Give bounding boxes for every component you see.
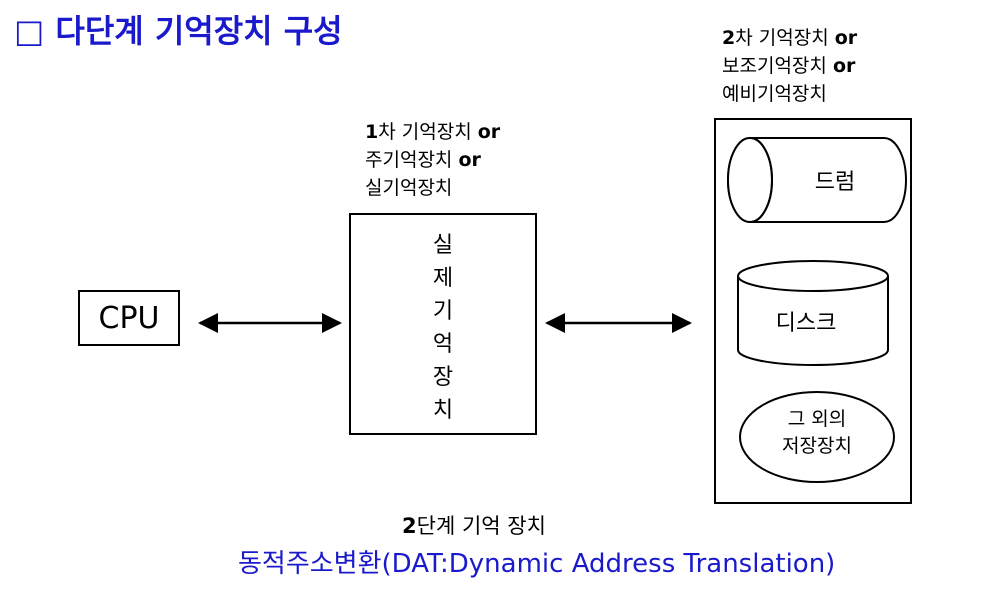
secondary-storage-label: 2차 기억장치 or 보조기억장치 or 예비기억장치 [722,24,857,108]
memory-char: 제 [432,266,454,291]
primary-num: 1 [365,121,379,143]
primary-line1: 차 기억장치 [378,121,472,143]
drum-icon [727,137,907,223]
auxiliary-storage-box [714,118,912,504]
other-storage-line1: 그 외의 [788,408,846,430]
memory-char: 치 [432,398,454,423]
subtitle: 동적주소변환(DAT:Dynamic Address Translation) [238,549,836,579]
caption-num: 2 [402,514,417,538]
other-storage-line2: 저장장치 [782,435,852,457]
secondary-num: 2 [722,27,736,49]
primary-or2: or [458,149,481,171]
disk-icon [737,260,889,366]
other-storage-shape [739,391,895,483]
memory-char: 장 [432,365,454,390]
primary-storage-label: 1차 기억장치 or 주기억장치 or 실기억장치 [365,118,500,202]
disk-label: 디스크 [776,311,837,336]
secondary-or2: or [832,55,856,77]
real-memory-box: 실 제 기 억 장 치 [349,213,537,435]
secondary-line1: 차 기억장치 [735,27,829,49]
caption: 2단계 기억 장치 [402,510,546,540]
memory-char: 실 [432,233,454,258]
primary-line3: 실기억장치 [365,177,453,199]
caption-text: 단계 기억 장치 [416,514,546,538]
secondary-or1: or [834,27,858,49]
page-title: □ 다단계 기억장치 구성 [14,12,343,50]
cpu-box: CPU [78,290,180,346]
memory-char: 억 [432,332,454,357]
cpu-label: CPU [98,300,160,336]
drum-label: 드럼 [815,170,855,195]
secondary-line2: 보조기억장치 [722,55,827,77]
secondary-line3: 예비기억장치 [722,83,827,105]
primary-line2: 주기억장치 [365,149,453,171]
primary-or1: or [477,121,501,143]
memory-char: 기 [432,299,454,324]
